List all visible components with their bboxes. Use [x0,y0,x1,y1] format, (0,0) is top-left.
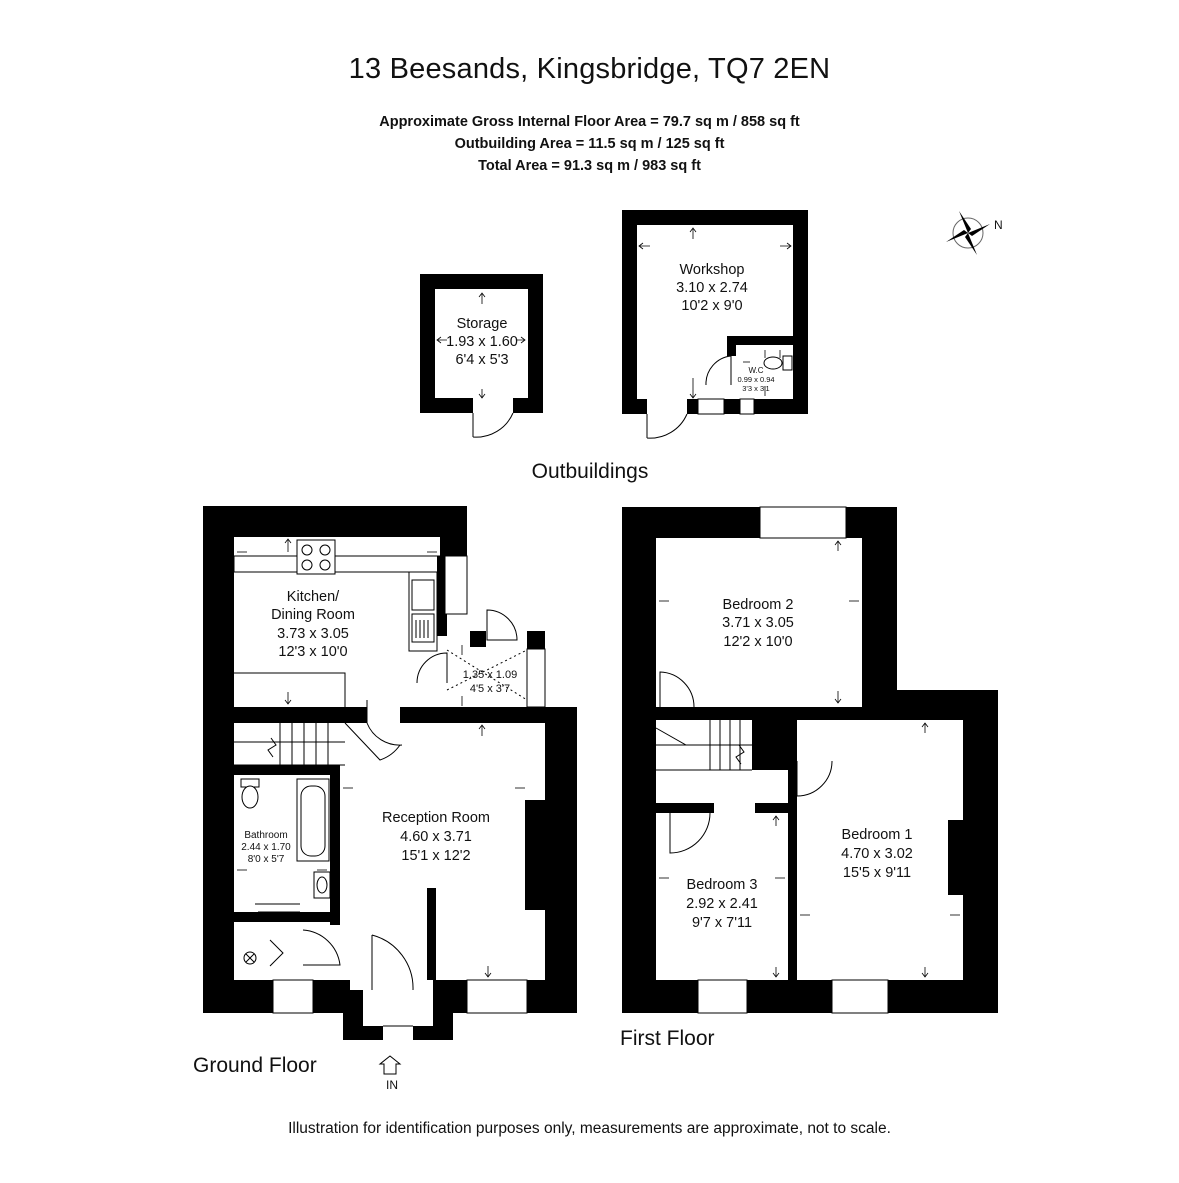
gross-area-text: Approximate Gross Internal Floor Area = … [379,114,800,130]
wc-name: W.C [748,366,763,375]
ground-floor-plan: Kitchen/ Dining Room 3.73 x 3.05 12'3 x … [203,506,577,1092]
wc-door-icon [705,355,732,386]
storage-metric: 1.93 x 1.60 [446,334,518,350]
outbuildings-label: Outbuildings [532,460,649,483]
kitchen-imperial: 12'3 x 10'0 [278,644,347,660]
storage-imperial: 6'4 x 5'3 [455,352,508,368]
bedroom2-metric: 3.71 x 3.05 [722,615,794,631]
bedroom1-imperial: 15'5 x 9'11 [843,865,911,881]
entrance-arrow-icon [378,1055,402,1075]
porch-metric: 1.35 x 1.09 [463,669,517,681]
bedroom3-name: Bedroom 3 [687,877,758,893]
ground-floor-label: Ground Floor [193,1054,317,1077]
storage-building: Storage 1.93 x 1.60 6'4 x 5'3 [420,274,543,438]
storage-name: Storage [457,316,508,332]
reception-imperial: 15'1 x 12'2 [401,848,470,864]
disclaimer-text: Illustration for identification purposes… [288,1120,891,1137]
kitchen-sink-icon [411,579,435,643]
bedroom2-imperial: 12'2 x 10'0 [723,634,792,650]
first-floor-label: First Floor [620,1027,715,1050]
bathroom-metric: 2.44 x 1.70 [241,842,291,853]
workshop-name: Workshop [679,262,744,278]
kitchen-name-1: Kitchen/ [287,589,340,605]
compass-north-label: N [994,218,1003,232]
kitchen-name-2: Dining Room [271,607,355,623]
total-area-text: Total Area = 91.3 sq m / 983 sq ft [478,158,701,174]
wc-imperial: 3'3 x 3'1 [742,384,769,393]
workshop-metric: 3.10 x 2.74 [676,280,748,296]
storage-door-icon [472,412,514,438]
reception-metric: 4.60 x 3.71 [400,829,472,845]
wc-toilet-icon [763,355,793,371]
bedroom3-imperial: 9'7 x 7'11 [692,915,752,931]
entrance-label: IN [386,1078,398,1092]
bedroom1-metric: 4.70 x 3.02 [841,846,913,862]
stairs-icon [234,723,345,766]
hob-icon [296,539,336,575]
workshop-imperial: 10'2 x 9'0 [681,298,742,314]
page-title: 13 Beesands, Kingsbridge, TQ7 2EN [348,53,831,85]
reception-name: Reception Room [382,810,490,826]
porch-imperial: 4'5 x 3'7 [470,683,510,695]
workshop-building: Workshop 3.10 x 2.74 10'2 x 9'0 W.C 0.99… [622,210,808,439]
bedroom2-name: Bedroom 2 [723,597,794,613]
bathroom-name: Bathroom [244,830,287,841]
basin-icon [313,871,331,899]
bathroom-imperial: 8'0 x 5'7 [248,854,285,865]
bedroom1-name: Bedroom 1 [842,827,913,843]
outbuilding-area-text: Outbuilding Area = 11.5 sq m / 125 sq ft [454,136,725,152]
wc-metric: 0.99 x 0.94 [737,375,774,384]
bath-icon [296,778,330,862]
kitchen-metric: 3.73 x 3.05 [277,626,349,642]
first-floor-stairs-icon [655,720,752,771]
compass-icon: N [946,211,1003,255]
first-floor-plan: Bedroom 2 3.71 x 3.05 12'2 x 10'0 Bedroo… [622,506,998,1014]
toilet-icon [240,778,260,809]
boiler-icon [243,951,257,965]
workshop-door-icon [646,413,688,439]
bedroom3-metric: 2.92 x 2.41 [686,896,758,912]
